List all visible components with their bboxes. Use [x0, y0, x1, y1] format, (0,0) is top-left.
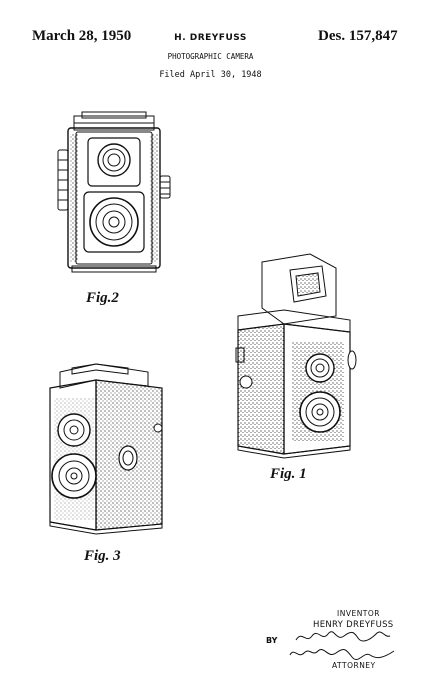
figure-2-camera-front-drawing — [57, 111, 171, 273]
by-label: BY — [266, 636, 278, 645]
attorney-label: ATTORNEY — [332, 661, 376, 670]
patent-date: March 28, 1950 — [32, 28, 132, 44]
inventor-heading: H. DREYFUSS — [174, 33, 247, 43]
inventor-label: INVENTOR — [337, 609, 380, 618]
figure-1-label: Fig. 1 — [270, 466, 307, 482]
patent-number: Des. 157,847 — [318, 28, 398, 44]
inventor-name: HENRY DREYFUSS — [313, 620, 394, 630]
figure-2-label: Fig.2 — [86, 290, 119, 306]
attorney-signature-image — [289, 649, 395, 660]
filed-date: Filed April 30, 1948 — [159, 70, 262, 80]
inventor-signature-image — [295, 631, 391, 642]
figure-1-camera-perspective-drawing — [235, 253, 357, 459]
figure-3-camera-perspective-drawing — [49, 363, 163, 535]
figure-3-label: Fig. 3 — [84, 548, 121, 564]
patent-title: PHOTOGRAPHIC CAMERA — [167, 52, 254, 61]
